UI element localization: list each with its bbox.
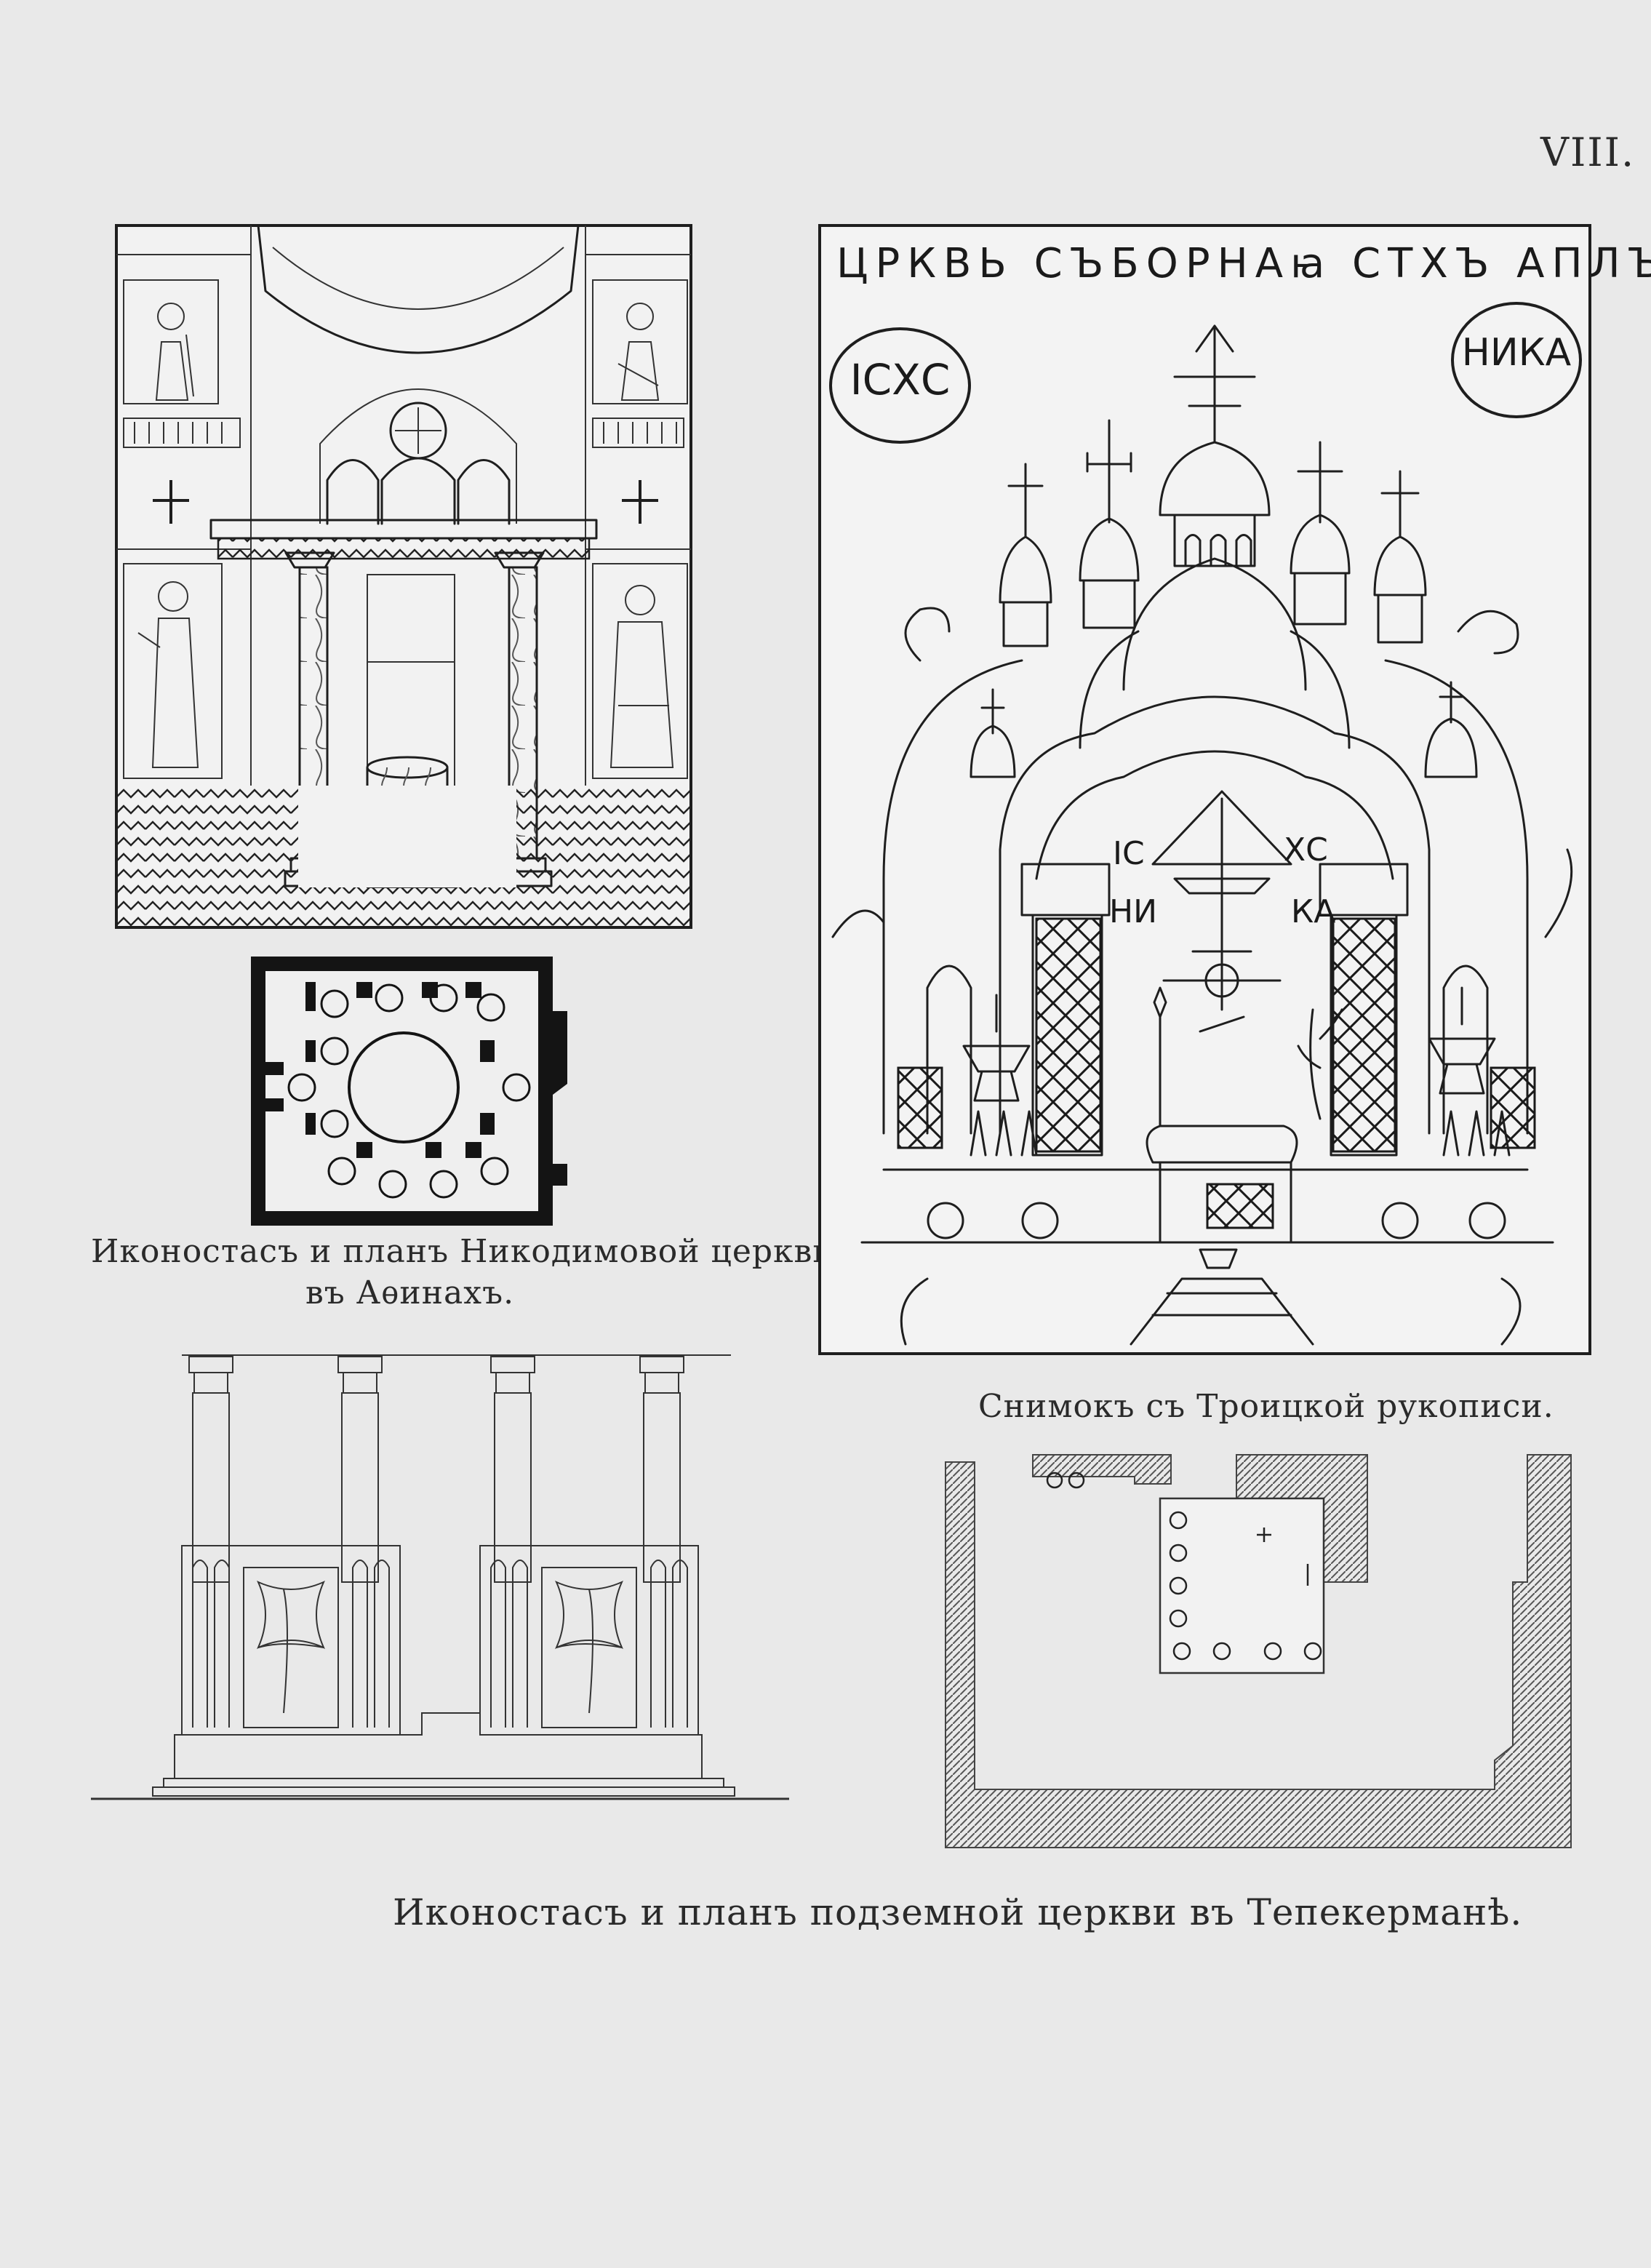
athens-church-floor-plan [251,957,567,1226]
cross-icon-right [622,480,658,524]
manuscript-title: ЦРКВЬ СЪБОРНАꙗ СТХЪ АПЛЪ [836,240,1651,287]
medallion-right [1451,302,1582,418]
medallion-right-text: НИКА [1461,331,1572,375]
relief-cross-left [257,1581,325,1714]
church-cathedral-drawing: ІС ХС НИ КА [831,324,1573,1346]
medallion-left-text: ІСХС [850,355,951,404]
medallion-left [829,327,971,444]
saint-icon-upper-right [617,303,660,401]
rosette-window-icon [389,402,447,460]
tepekerman-cave-plan [945,1454,1572,1848]
cross-label-ka: КА [1291,893,1335,930]
athens-iconostasis-drawing [115,224,692,929]
cross-label-ic: ІС [1113,835,1145,872]
plate-number: VIII. [1540,129,1636,175]
altar-cross-marker-icon [1257,1528,1271,1542]
saint-icon-lower-right [609,585,674,768]
cross-label-ni: НИ [1109,893,1157,930]
tepekerman-iconostasis-drawing [91,1354,789,1800]
athens-caption-line2: въ Аѳинахъ. [305,1274,515,1311]
athens-caption-line1: Иконостасъ и планъ Никодимовой церкви [91,1233,835,1270]
relief-cross-right [555,1581,623,1714]
manuscript-caption: Снимокъ съ Троицкой рукописи. [978,1388,1554,1425]
saint-icon-upper-left [155,303,194,401]
cross-icon-left [153,480,189,524]
cross-label-xc: ХС [1284,831,1328,869]
tepekerman-caption: Иконостасъ и планъ подземной церкви въ Т… [393,1891,1523,1933]
saint-icon-lower-left [137,581,199,768]
